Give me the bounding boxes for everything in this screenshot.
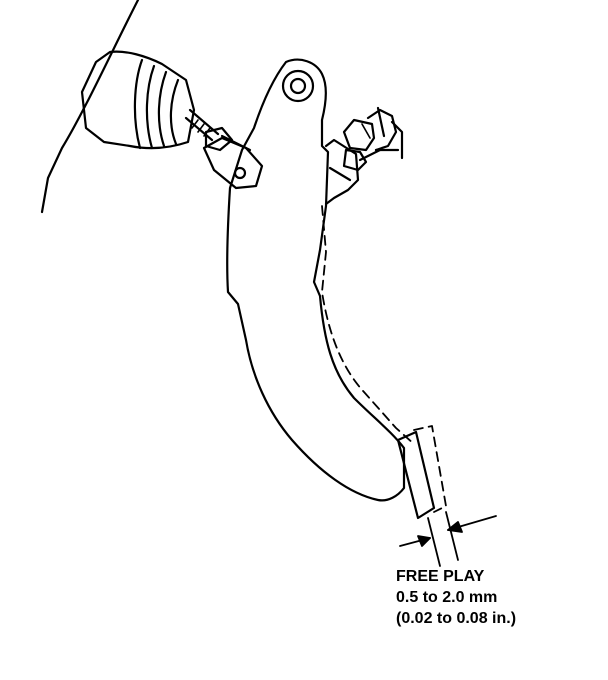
push-rod-clevis — [202, 136, 264, 190]
pedal-pad-free-play-outline — [413, 425, 447, 513]
push-rod — [184, 108, 252, 152]
stop-mounting-bracket — [366, 106, 404, 160]
pedal-arm — [226, 58, 406, 502]
pedal-free-play-outline — [321, 205, 415, 445]
pedal-pad — [396, 430, 436, 520]
firewall-edge — [40, 0, 140, 214]
stop-bolt-locknut — [342, 118, 382, 172]
pedal-stop-bracket — [324, 138, 360, 206]
master-cylinder-boot — [80, 50, 196, 150]
pedal-pivot-inner — [289, 77, 307, 95]
free-play-dimension — [399, 511, 497, 567]
free-play-metric-range: 0.5 to 2.0 mm — [396, 589, 498, 606]
free-play-title: FREE PLAY — [396, 568, 485, 585]
free-play-imperial-range: (0.02 to 0.08 in.) — [396, 610, 517, 627]
free-play-caption: FREE PLAY 0.5 to 2.0 mm (0.02 to 0.08 in… — [396, 566, 516, 629]
pedal-pivot-outer — [281, 69, 315, 103]
